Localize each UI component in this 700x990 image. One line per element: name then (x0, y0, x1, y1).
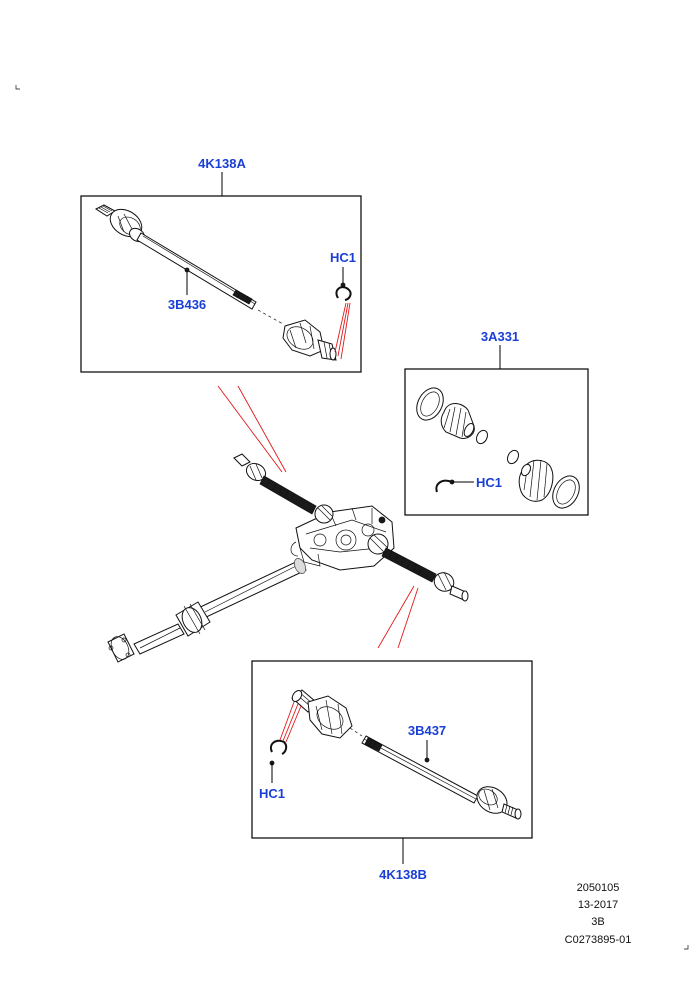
assembled-right-halfshaft (367, 533, 469, 602)
reference-block: 2050105 13-2017 3B C0273895-01 (565, 882, 632, 946)
lower-kit-group: 3B437 HC1 4K138B (251, 660, 533, 882)
small-band-clamp-2 (506, 449, 520, 465)
upper-shaft-bar (136, 232, 257, 310)
lower-circlip (270, 739, 288, 755)
upper-kit-callout[interactable]: 4K138A (198, 156, 246, 171)
upper-inner-cv-joint (282, 319, 325, 357)
reference-line-4: C0273895-01 (565, 934, 632, 946)
lower-halfshaft (291, 689, 522, 820)
rear-axle-assembly (107, 453, 469, 663)
boot-kit-callout[interactable]: 3A331 (481, 329, 519, 344)
lower-clip-callout[interactable]: HC1 (259, 786, 285, 801)
corner-mark-top-left (15, 85, 20, 90)
reference-line-1: 2050105 (577, 882, 620, 894)
upper-kit-group: 4K138A (80, 156, 362, 373)
corner-mark-bottom-right (684, 945, 689, 950)
reference-line-2: 13-2017 (578, 899, 618, 911)
upper-kit-box (80, 195, 362, 373)
propeller-shaft (107, 558, 307, 663)
upper-halfshaft (94, 204, 337, 361)
assembled-left-halfshaft (233, 453, 334, 524)
lower-inner-cv-joint (307, 695, 353, 739)
large-band-clamp-1 (416, 387, 444, 421)
boot-kit-box (404, 368, 589, 516)
lower-shaft-bar (361, 735, 479, 804)
kit-clip-callout[interactable]: HC1 (476, 475, 502, 490)
reference-line-3: 3B (591, 916, 604, 928)
upper-circlip (335, 286, 352, 301)
small-band-clamp-1 (475, 429, 489, 445)
upper-clip-callout[interactable]: HC1 (330, 250, 356, 265)
lower-shaft-callout[interactable]: 3B437 (408, 723, 446, 738)
lower-kit-callout[interactable]: 4K138B (379, 867, 427, 882)
lower-kit-box (251, 660, 533, 839)
upper-shaft-callout[interactable]: 3B436 (168, 297, 206, 312)
kit-circlip (435, 479, 453, 493)
large-band-clamp-2 (552, 475, 580, 509)
boot-kit-group: 3A331 HC1 (404, 329, 589, 516)
